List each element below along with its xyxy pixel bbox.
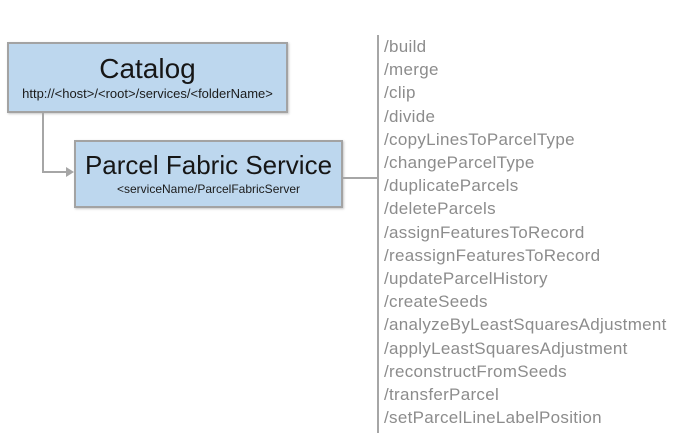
service-node-url: <serviceName/ParcelFabricServer — [116, 182, 301, 197]
endpoint-item: /assignFeaturesToRecord — [384, 222, 585, 242]
endpoint-list: /build/merge/clip/divide/copyLinesToParc… — [384, 35, 667, 429]
service-node-title: Parcel Fabric Service — [84, 149, 333, 180]
endpoint-item: /setParcelLineLabelPosition — [384, 408, 602, 428]
parcel-fabric-service-node: Parcel Fabric Service <serviceName/Parce… — [74, 140, 343, 208]
endpoint-item: /build — [384, 37, 427, 56]
arrowhead-right-icon — [66, 167, 74, 177]
endpoint-item: /copyLinesToParcelType — [384, 129, 575, 149]
catalog-node-url: http://<host>/<root>/services/<folderNam… — [22, 86, 273, 102]
catalog-node: Catalog http://<host>/<root>/services/<f… — [7, 42, 288, 113]
connector-service-to-endpoints — [343, 177, 377, 179]
endpoint-item: /changeParcelType — [384, 153, 535, 173]
endpoint-item: /reconstructFromSeeds — [384, 361, 567, 381]
endpoint-item: /duplicateParcels — [384, 176, 519, 196]
endpoint-item: /merge — [384, 60, 439, 80]
endpoint-item: /applyLeastSquaresAdjustment — [384, 338, 628, 358]
endpoint-item: /clip — [384, 83, 416, 103]
endpoint-item: /deleteParcels — [384, 199, 496, 219]
catalog-node-title: Catalog — [99, 52, 196, 84]
endpoint-item: /analyzeByLeastSquaresAdjustment — [384, 315, 667, 335]
connector-catalog-horizontal — [42, 171, 67, 173]
endpoint-item: /updateParcelHistory — [384, 269, 548, 289]
endpoint-list-divider — [377, 35, 379, 433]
endpoint-item: /transferParcel — [384, 385, 500, 405]
endpoint-item: /createSeeds — [384, 292, 488, 312]
endpoint-item: /divide — [384, 106, 436, 126]
connector-catalog-vertical — [42, 113, 44, 173]
endpoint-item: /reassignFeaturesToRecord — [384, 245, 601, 265]
